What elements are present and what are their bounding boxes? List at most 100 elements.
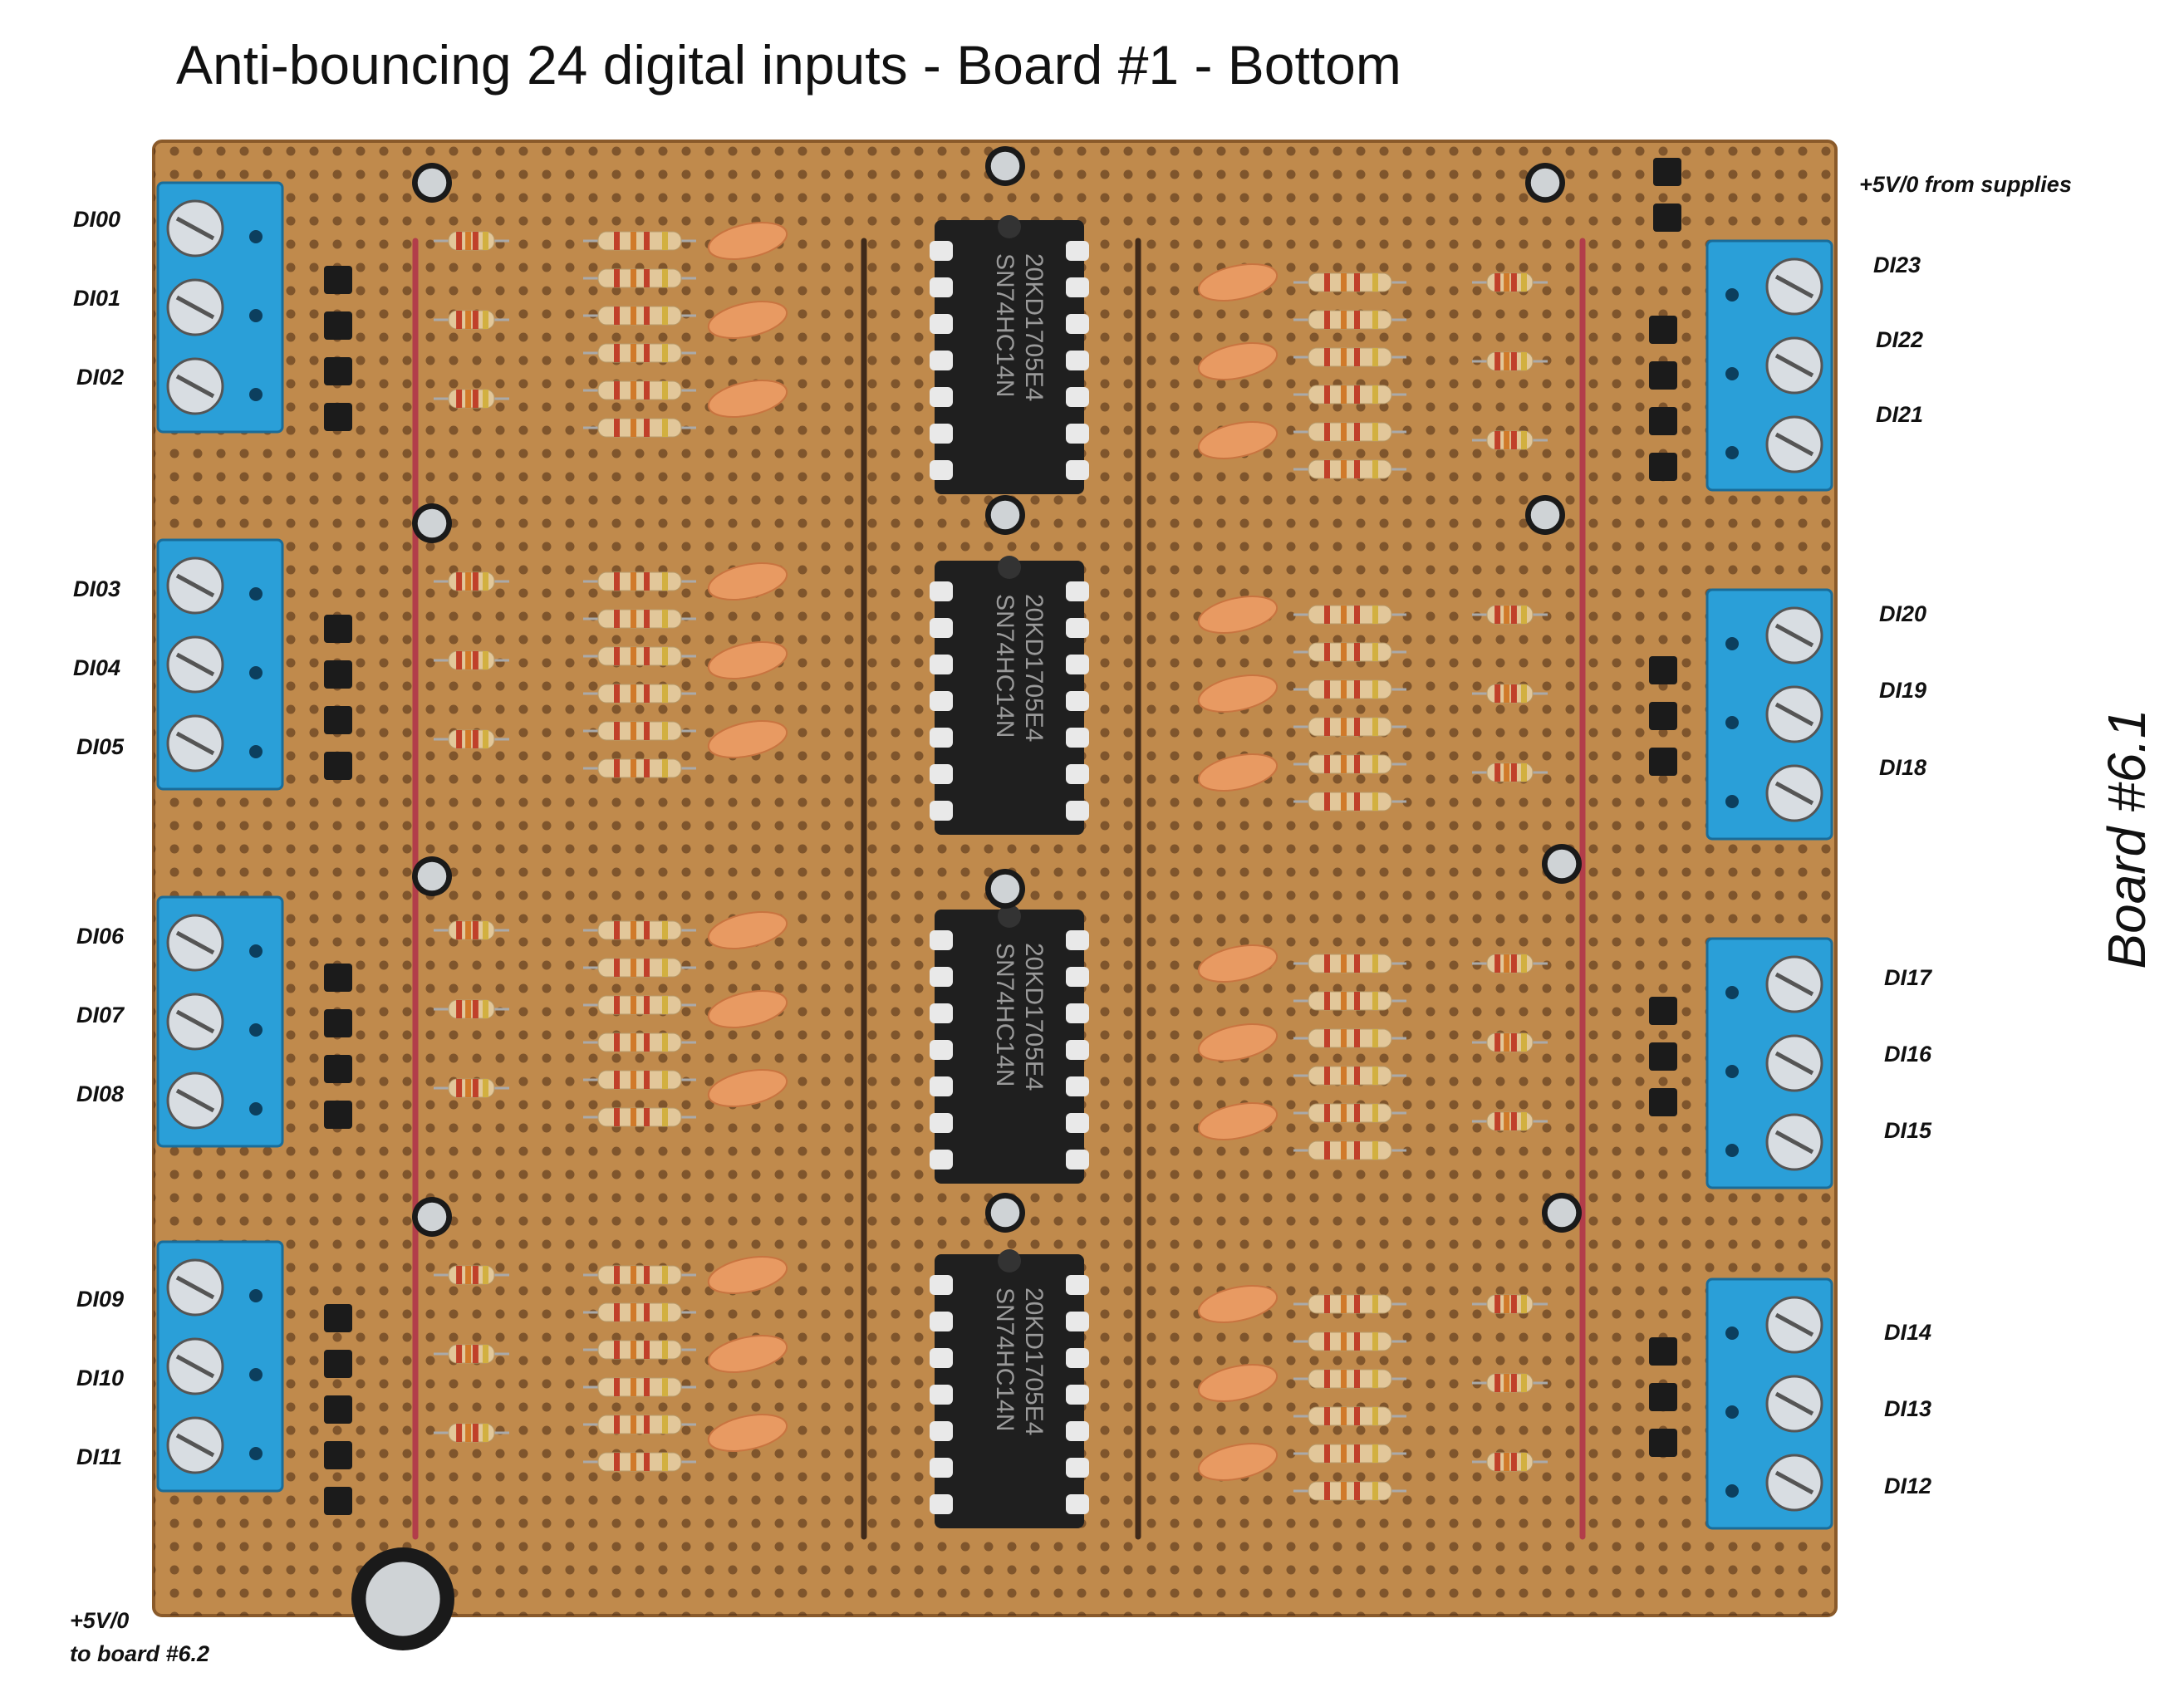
input-label-right: DI19 bbox=[1879, 678, 1927, 703]
resistor bbox=[1293, 385, 1406, 405]
header-pin bbox=[324, 1101, 352, 1129]
ic-pin bbox=[930, 691, 953, 711]
resistor bbox=[1472, 954, 1548, 973]
resistor bbox=[434, 999, 509, 1019]
ic-pin bbox=[1066, 1494, 1089, 1514]
resistor bbox=[434, 1344, 509, 1364]
header-pin bbox=[324, 357, 352, 385]
ic-pin bbox=[930, 764, 953, 784]
chip-marking-1: 20KD1705E4 bbox=[1020, 1287, 1048, 1435]
input-label-left: DI11 bbox=[76, 1444, 123, 1469]
ic-pin bbox=[930, 728, 953, 748]
resistor bbox=[583, 1265, 696, 1285]
supply-output-label-2: to board #6.2 bbox=[70, 1641, 210, 1666]
resistor bbox=[583, 721, 696, 741]
ic-pin bbox=[930, 1494, 953, 1514]
ic-pin bbox=[930, 460, 953, 480]
ic-pin bbox=[1066, 1113, 1089, 1133]
input-label-left: DI05 bbox=[76, 734, 125, 759]
resistor bbox=[1472, 430, 1548, 450]
resistor bbox=[583, 343, 696, 363]
terminal-block bbox=[1705, 588, 1833, 841]
resistor bbox=[1293, 679, 1406, 699]
ic-pin bbox=[1066, 424, 1089, 444]
ic-pin bbox=[930, 655, 953, 674]
resistor bbox=[1472, 272, 1548, 292]
ic-pin bbox=[1066, 1040, 1089, 1060]
terminal-block bbox=[1705, 937, 1833, 1189]
resistor bbox=[583, 958, 696, 978]
ic-pin bbox=[930, 314, 953, 334]
resistor bbox=[1472, 1452, 1548, 1472]
ic-pin bbox=[1066, 728, 1089, 748]
ceramic-capacitor bbox=[1197, 1443, 1278, 1481]
resistor bbox=[583, 1377, 696, 1397]
header-pin bbox=[324, 1009, 352, 1037]
ic-pin bbox=[930, 1275, 953, 1295]
chip-marking-2: SN74HC14N bbox=[991, 1287, 1018, 1431]
ic-pin bbox=[930, 387, 953, 407]
ceramic-capacitor bbox=[1197, 1364, 1278, 1402]
resistor bbox=[583, 758, 696, 778]
ceramic-capacitor bbox=[707, 990, 788, 1028]
electrolytic-capacitor bbox=[1525, 163, 1565, 203]
input-label-right: DI12 bbox=[1884, 1474, 1932, 1498]
resistor bbox=[434, 571, 509, 591]
ic-pin bbox=[930, 1385, 953, 1405]
input-label-left: DI03 bbox=[73, 576, 121, 601]
ic-pin bbox=[1066, 764, 1089, 784]
resistor bbox=[1293, 1331, 1406, 1351]
board-side-label: Board #6.1 bbox=[2097, 709, 2157, 969]
resistor bbox=[583, 231, 696, 251]
header-pin bbox=[324, 266, 352, 294]
resistor bbox=[583, 1415, 696, 1434]
electrolytic-capacitor bbox=[412, 856, 452, 896]
electrolytic-capacitor bbox=[1542, 844, 1582, 884]
ceramic-capacitor bbox=[1197, 674, 1278, 713]
resistor bbox=[1293, 1444, 1406, 1464]
input-label-right: DI14 bbox=[1884, 1320, 1932, 1345]
ic-pin bbox=[930, 618, 953, 638]
ic-pin bbox=[1066, 1421, 1089, 1441]
ic-pin bbox=[930, 967, 953, 987]
terminal-block bbox=[156, 895, 284, 1148]
resistor bbox=[434, 1078, 509, 1098]
ic-pin bbox=[1066, 1003, 1089, 1023]
input-label-right: DI13 bbox=[1884, 1396, 1932, 1421]
ic-pin bbox=[1066, 1275, 1089, 1295]
input-label-right: DI18 bbox=[1879, 755, 1927, 780]
resistor bbox=[1293, 717, 1406, 737]
terminal-block bbox=[156, 538, 284, 791]
resistor bbox=[434, 920, 509, 940]
page-title: Anti-bouncing 24 digital inputs - Board … bbox=[176, 34, 1401, 96]
input-label-right: DI22 bbox=[1876, 327, 1924, 352]
supply-input-label: +5V/0 from supplies bbox=[1859, 172, 2072, 197]
supply-output-label-1: +5V/0 bbox=[70, 1608, 130, 1633]
ic-pin bbox=[930, 277, 953, 297]
resistor bbox=[1293, 1481, 1406, 1501]
resistor bbox=[1472, 763, 1548, 782]
ic-pin bbox=[1066, 351, 1089, 370]
resistor bbox=[583, 1070, 696, 1090]
ceramic-capacitor bbox=[1197, 342, 1278, 380]
ic-pin bbox=[930, 1076, 953, 1096]
ceramic-capacitor bbox=[707, 1069, 788, 1107]
input-label-left: DI06 bbox=[76, 924, 125, 949]
ic-pin bbox=[1066, 387, 1089, 407]
ceramic-capacitor bbox=[1197, 1285, 1278, 1323]
resistor bbox=[1293, 754, 1406, 774]
bulk-capacitor bbox=[351, 1547, 454, 1650]
ic-pin bbox=[930, 581, 953, 601]
ic-pin bbox=[1066, 581, 1089, 601]
ic-pin bbox=[1066, 314, 1089, 334]
terminal-block bbox=[1705, 239, 1833, 492]
resistor bbox=[583, 380, 696, 400]
terminal-block bbox=[156, 1240, 284, 1493]
resistor bbox=[1472, 684, 1548, 704]
resistor bbox=[434, 310, 509, 330]
resistor bbox=[1472, 351, 1548, 371]
ceramic-capacitor bbox=[707, 911, 788, 949]
header-pin bbox=[1649, 361, 1677, 390]
